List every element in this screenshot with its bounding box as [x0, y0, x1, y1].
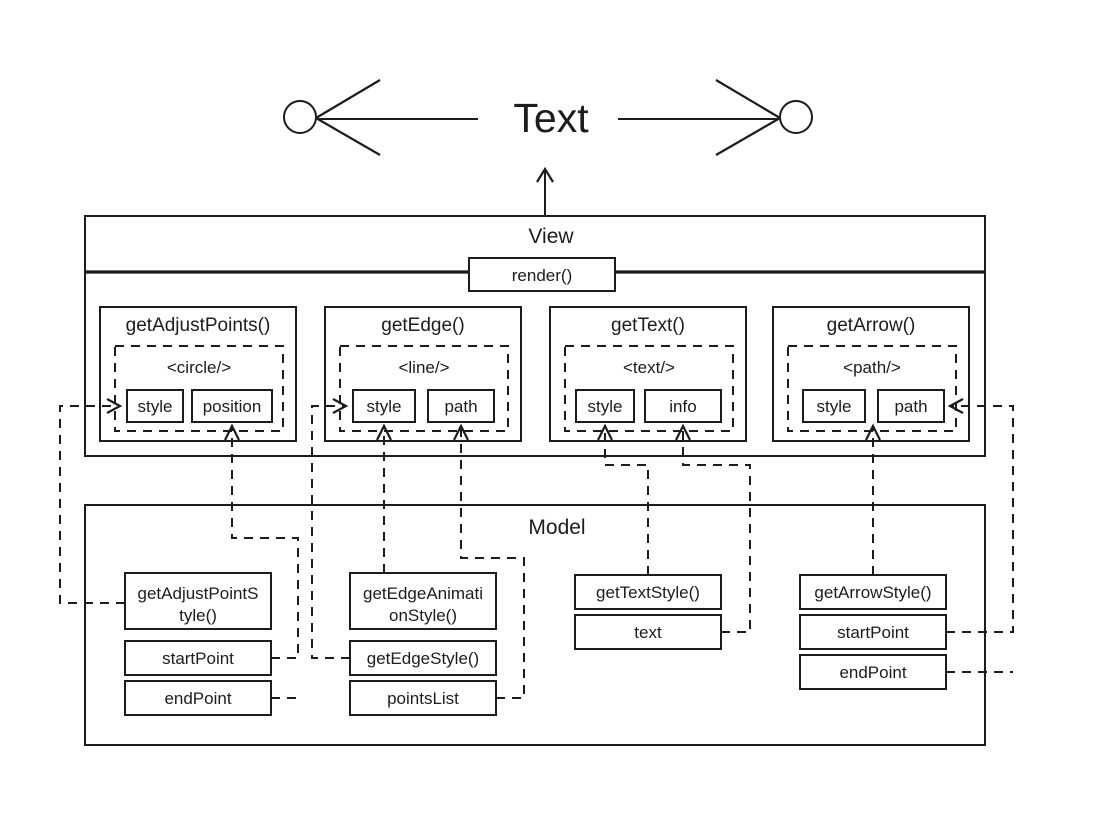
model-item-label: getEdgeStyle()	[367, 649, 479, 668]
circle-node-icon	[283, 100, 317, 134]
model-item-label: startPoint	[837, 623, 909, 642]
field-label: style	[138, 397, 173, 416]
field-label: path	[444, 397, 477, 416]
right-arrowhead-lower	[715, 117, 781, 156]
model-item-endPoint[interactable]	[799, 654, 947, 690]
model-item-label-line2: onStyle()	[389, 606, 457, 625]
model-item-getEdgeAnimationStyle[interactable]	[349, 572, 497, 630]
sub-panel-title: getEdge()	[381, 315, 464, 336]
field-box-style[interactable]	[352, 389, 416, 423]
field-box-path[interactable]	[427, 389, 495, 423]
sub-panel-title: getText()	[611, 315, 685, 336]
connector-arrowpoints-to-path-field	[946, 405, 1014, 633]
connector-layer	[59, 398, 1014, 699]
connector-text-to-text-info	[682, 428, 751, 633]
field-label: style	[817, 397, 852, 416]
model-item-label: startPoint	[162, 649, 234, 668]
view-panel-title: View	[528, 225, 574, 248]
view-to-hero-arrowhead	[536, 166, 554, 183]
connector-arrowhead	[332, 398, 349, 414]
model-item-label: getTextStyle()	[596, 583, 700, 602]
connector-arrowhead	[224, 423, 240, 441]
connector-arrowhead	[675, 423, 691, 441]
view-sub-panel-getAdjustPoints: getAdjustPoints() <circle/> style positi…	[99, 306, 297, 442]
view-panel: View render() getAdjustPoints() <circle/…	[84, 215, 986, 457]
render-method-label: render()	[512, 266, 572, 285]
element-tag-frame	[114, 345, 284, 432]
connector-edgestyle-to-line-style	[311, 405, 350, 659]
model-item-label-line1: getAdjustPointS	[138, 584, 259, 603]
view-sub-panel-getText: getText() <text/> style info	[549, 306, 747, 442]
hero-label: Text	[513, 95, 589, 141]
element-tag-frame	[339, 345, 509, 432]
connector-arrowhead	[453, 423, 469, 441]
element-tag-label: <text/>	[623, 358, 675, 377]
field-label: position	[203, 397, 262, 416]
sub-panel-title: getAdjustPoints()	[126, 315, 271, 336]
view-sub-panel-getEdge: getEdge() <line/> style path	[324, 306, 522, 442]
field-label: style	[588, 397, 623, 416]
model-panel: Model getAdjustPointS tyle() startPoint …	[84, 504, 986, 746]
connector-pointslist-to-line-path	[460, 428, 525, 699]
model-item-label: endPoint	[839, 663, 906, 682]
element-tag-label: <path/>	[843, 358, 901, 377]
circle-node-icon	[779, 100, 813, 134]
field-box-style[interactable]	[126, 389, 184, 423]
model-item-getEdgeStyle[interactable]	[349, 640, 497, 676]
connector-arrowhead	[106, 398, 123, 414]
model-group-arrow: getArrowStyle() startPoint endPoint	[799, 574, 947, 690]
field-label: info	[669, 397, 696, 416]
model-item-label-line1: getEdgeAnimati	[363, 584, 483, 603]
field-label: style	[367, 397, 402, 416]
model-item-label: endPoint	[164, 689, 231, 708]
element-tag-frame	[564, 345, 734, 432]
view-sub-panel-getArrow: getArrow() <path/> style path	[772, 306, 970, 442]
model-group-text: getTextStyle() text	[574, 574, 722, 650]
model-item-label: getArrowStyle()	[814, 583, 931, 602]
element-tag-label: <circle/>	[167, 358, 231, 377]
right-arrowhead-upper	[715, 79, 781, 119]
model-item-startPoint[interactable]	[124, 640, 272, 676]
connector-arrowhead	[597, 423, 613, 441]
field-label: path	[894, 397, 927, 416]
field-box-style[interactable]	[802, 389, 866, 423]
model-group-adjust-point: getAdjustPointS tyle() startPoint endPoi…	[124, 572, 272, 716]
left-arrowhead-lower	[315, 117, 381, 156]
sub-panel-title: getArrow()	[827, 315, 916, 336]
connector-arrowhead	[947, 398, 964, 414]
left-arrowhead-upper	[315, 79, 381, 119]
connector-adjustpoints-to-circle-position	[231, 428, 299, 659]
model-item-label-line2: tyle()	[179, 606, 217, 625]
connector-arrowhead	[376, 423, 392, 441]
model-item-getAdjustPointStyle[interactable]	[124, 572, 272, 630]
connector-adjustpointstyle-to-circle-style	[59, 405, 125, 604]
field-box-path[interactable]	[877, 389, 945, 423]
field-box-style[interactable]	[575, 389, 635, 423]
render-method-box[interactable]	[468, 257, 616, 292]
model-group-edge: getEdgeAnimati onStyle() getEdgeStyle() …	[349, 572, 497, 716]
hero-graph: Text	[283, 79, 813, 216]
model-panel-title: Model	[528, 516, 585, 539]
connector-textstyle-to-text-style	[604, 428, 649, 575]
model-item-startPoint[interactable]	[799, 614, 947, 650]
field-box-position[interactable]	[191, 389, 273, 423]
model-item-label: pointsList	[387, 689, 459, 708]
element-tag-label: <line/>	[398, 358, 449, 377]
model-item-getTextStyle[interactable]	[574, 574, 722, 610]
field-box-info[interactable]	[644, 389, 722, 423]
model-item-endPoint[interactable]	[124, 680, 272, 716]
model-item-label: text	[634, 623, 662, 642]
connector-arrowhead	[865, 423, 881, 441]
